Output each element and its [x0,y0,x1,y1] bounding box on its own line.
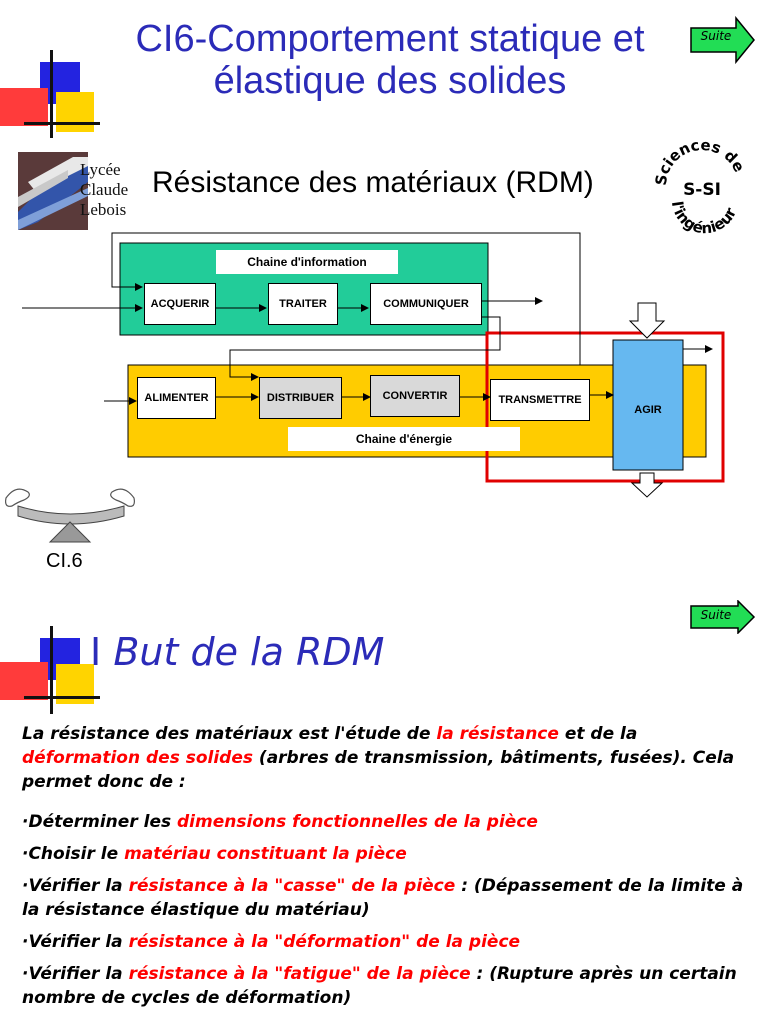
beam-balance-icon [5,488,135,543]
body-text: La résistance des matériaux est l'étude … [22,724,437,744]
bullet-item: ·Déterminer les dimensions fonctionnelle… [22,810,752,834]
bullet-item: ·Vérifier la résistance à la "fatigue" d… [22,962,752,1010]
highlight-text: déformation des solides [22,748,254,768]
book-logo-icon [18,152,88,230]
ornament-vline [50,626,53,714]
distribuer-box: DISTRIBUER [259,377,342,419]
body-text: (arbres de transmission, bâtiments, fusé… [22,748,735,792]
energy-chain-label: Chaine d'énergie [288,427,520,451]
suite-arrow-icon [690,16,755,65]
logo-line-1: Lycée [80,160,121,179]
traiter-box: TRAITER [268,283,338,325]
suite-arrow-icon [690,600,756,634]
body-text: ·Déterminer les [22,812,178,832]
body-text: : (Dépassement de la limite à la résista… [22,876,744,920]
corner-ornament [0,0,100,140]
body-text: ·Choisir le [22,844,125,864]
functional-chain-diagram: Chaine d'information Chaine d'énergie AC… [0,225,768,505]
slide-1: CI6-Comportement statique et élastique d… [0,0,768,572]
highlight-text: résistance à la "fatigue" de la pièce [128,964,471,984]
ornament-hline [24,696,100,699]
ornament-hline [24,122,100,125]
logo-line-2: Claude [80,180,129,199]
highlight-text: résistance à la "déformation" de la pièc… [128,932,521,952]
info-chain-label: Chaine d'information [216,250,398,274]
badge-middle-text: S-SI [683,180,721,200]
highlight-text: matériau constituant la pièce [124,844,407,864]
section-title: I But de la RDM [90,630,384,674]
highlight-text: résistance à la "casse" de la pièce [128,876,456,896]
body-text: ·Vérifier la [22,932,129,952]
title-line-2: élastique des solides [213,60,567,102]
bullet-item: ·Vérifier la résistance à la "déformatio… [22,930,752,954]
highlight-text: dimensions fonctionnelles de la pièce [177,812,538,832]
slide-title: CI6-Comportement statique et élastique d… [90,18,690,102]
suite-label: Suite [700,29,732,43]
title-line-1: CI6-Comportement statique et [135,18,645,60]
logo-line-3: Lebois [80,200,127,219]
suite-button-2[interactable]: Suite [690,600,756,650]
intro-paragraph: La résistance des matériaux est l'étude … [22,722,752,794]
bullet-item: ·Choisir le matériau constituant la pièc… [22,842,752,866]
subtitle: Résistance des matériaux (RDM) [152,166,594,199]
red-square [0,662,48,700]
ornament-vline [50,50,53,138]
corner-ornament-2 [0,600,100,740]
logo-text: Lycée Claude Lebois [80,160,128,220]
alimenter-box: ALIMENTER [137,377,216,419]
agir-label: AGIR [634,404,662,416]
convertir-box: CONVERTIR [370,375,460,417]
transmettre-box: TRANSMETTRE [490,379,590,421]
yellow-square [56,92,94,132]
highlight-text: la résistance [436,724,559,744]
section-number: I [90,630,102,674]
agir-box-shape [612,339,684,471]
body-text: ·Vérifier la [22,876,129,896]
sciences-ingenieur-badge: Sciences de S-SI l'ingénieur [652,140,748,237]
acquerir-box: ACQUERIR [144,283,216,325]
slide-2: Suite I But de la RDM La résistance des … [0,600,768,1024]
section-title-text: But de la RDM [113,630,385,674]
bullet-list: ·Déterminer les dimensions fonctionnelle… [22,810,752,1018]
red-square [0,88,48,126]
body-text: ·Vérifier la [22,964,129,984]
communiquer-box: COMMUNIQUER [370,283,482,325]
body-text: : (Rupture après un certain nombre de cy… [22,964,737,1008]
bullet-item: ·Vérifier la résistance à la "casse" de … [22,874,752,922]
suite-label: Suite [700,608,732,622]
suite-button[interactable]: Suite [690,16,756,66]
highlight-frame [485,331,725,483]
body-text: et de la [558,724,638,744]
ci-label: CI.6 [46,550,83,572]
lycee-logo: Lycée Claude Lebois [18,152,134,230]
